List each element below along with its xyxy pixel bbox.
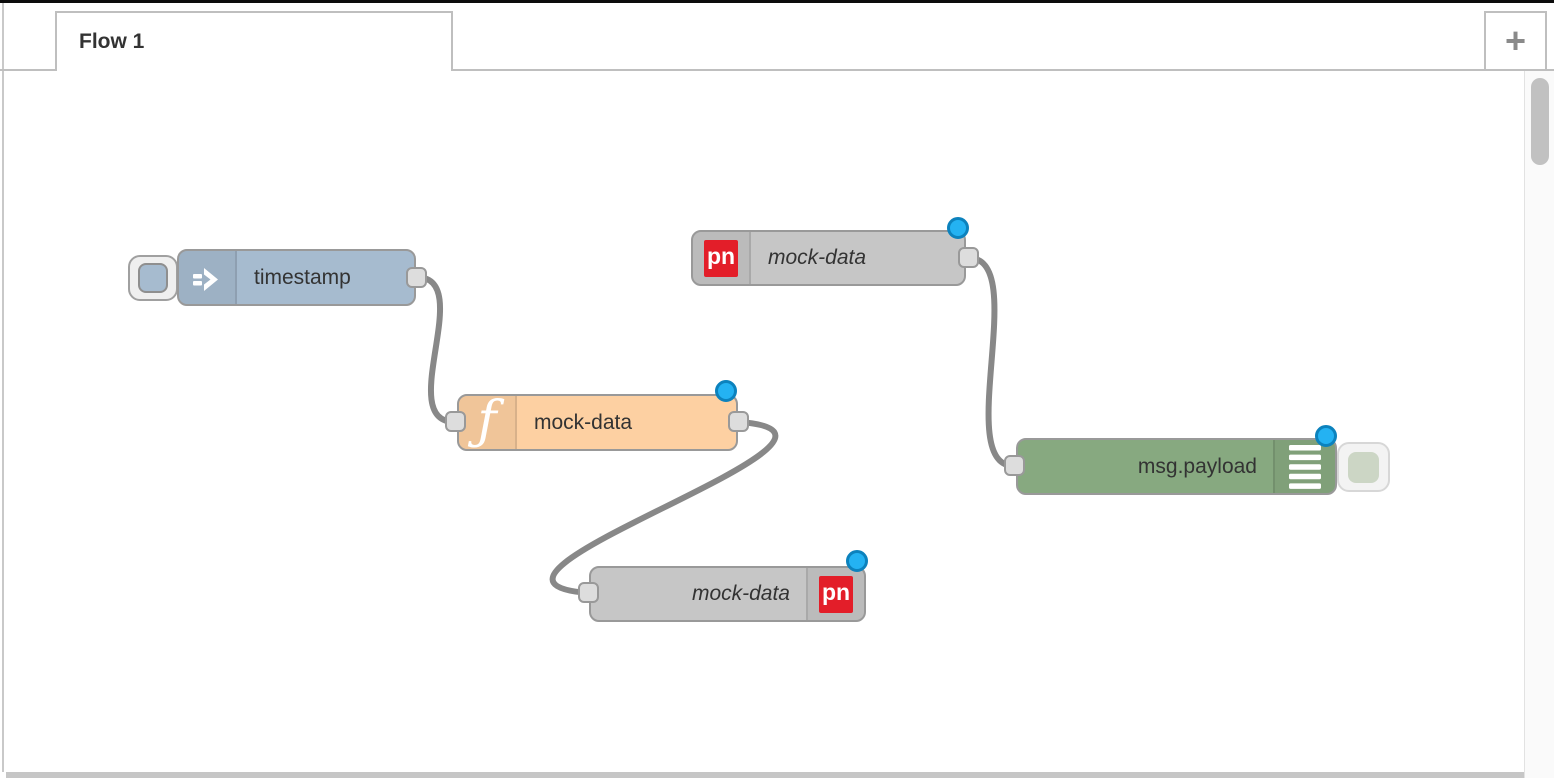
inject-arrow-icon [179,251,237,304]
tab-bar-border [0,69,1554,71]
port-function-output[interactable] [728,411,749,432]
vertical-scrollbar-thumb[interactable] [1531,78,1549,165]
port-pubnub-in-output[interactable] [958,247,979,268]
status-dot-function [715,380,737,402]
pubnub-logo: pn [704,239,738,277]
wire-function-to-pubnub-out[interactable] [549,419,779,596]
inject-trigger-button[interactable] [128,255,178,301]
debug-toggle-button[interactable] [1337,442,1390,492]
wire-pubnub-in-to-debug[interactable] [966,255,1017,469]
function-glyph: ƒ [477,390,497,451]
port-inject-output[interactable] [406,267,427,288]
add-flow-button[interactable]: + [1484,11,1547,71]
node-label: msg.payload [1137,454,1257,478]
pubnub-icon: pn [693,232,751,284]
port-debug-input[interactable] [1004,455,1025,476]
debug-toggle-button-face [1348,451,1379,483]
node-function-mock-data[interactable]: ƒ mock-data [457,394,738,451]
node-label: mock-data [534,410,633,434]
pubnub-logo: pn [819,575,853,613]
port-pubnub-out-input[interactable] [578,582,599,603]
node-pubnub-out-mock-data[interactable]: mock-data pn [589,566,866,622]
bottom-edge-bar [6,772,1524,778]
port-function-input[interactable] [445,411,466,432]
plus-icon: + [1504,20,1527,61]
status-dot-pubnub-in [947,217,969,239]
status-dot-pubnub-out [846,550,868,572]
inject-trigger-button-face [138,263,168,293]
node-label: mock-data [691,582,790,605]
palette-edge-divider [2,3,4,772]
pubnub-icon: pn [806,568,864,620]
tab-flow-1[interactable]: Flow 1 [55,11,453,71]
node-inject-timestamp[interactable]: timestamp [177,249,416,306]
node-label: mock-data [768,246,867,269]
tab-flow-1-label: Flow 1 [79,30,145,53]
node-label: timestamp [254,265,351,289]
vertical-scrollbar-track[interactable] [1524,71,1554,778]
status-dot-debug [1315,425,1337,447]
wire-inject-to-function[interactable] [413,274,458,425]
node-debug-msg-payload[interactable]: msg.payload [1016,438,1337,495]
node-pubnub-in-mock-data[interactable]: pn mock-data [691,230,966,286]
top-border [0,0,1554,3]
function-icon: ƒ [459,390,517,451]
debug-list-icon [1273,440,1335,493]
